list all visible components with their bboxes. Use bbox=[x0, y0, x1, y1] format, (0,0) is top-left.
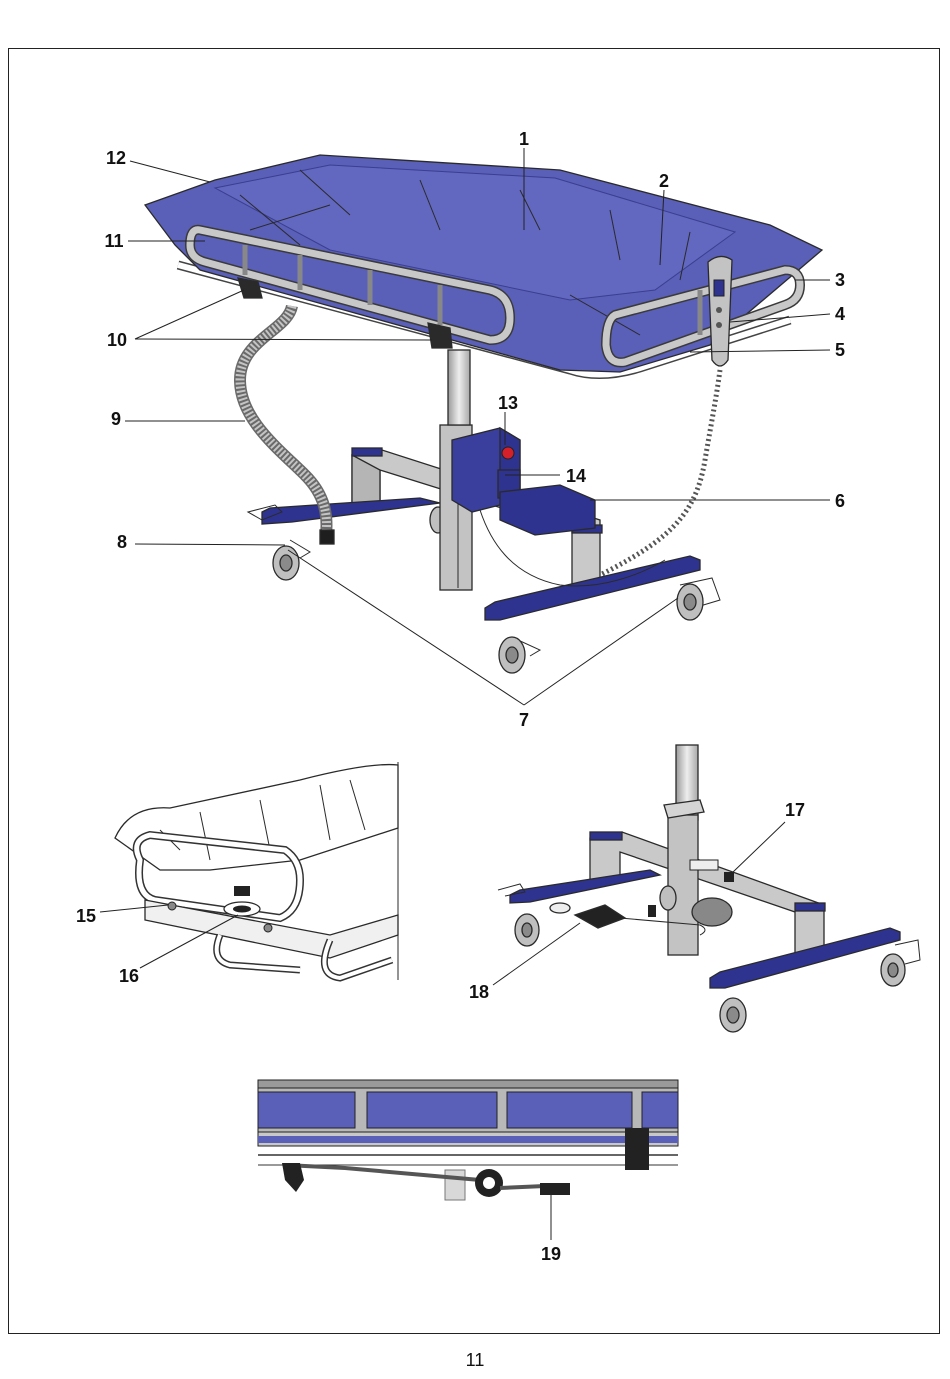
caster-front-left bbox=[499, 637, 540, 673]
callout-15: 15 bbox=[76, 906, 96, 926]
callout-8: 8 bbox=[117, 532, 127, 552]
callout-17: 17 bbox=[785, 800, 805, 820]
callout-18: 18 bbox=[469, 982, 489, 1002]
callout-11: 11 bbox=[104, 231, 123, 251]
callout-2: 2 bbox=[659, 171, 669, 191]
control-handset bbox=[708, 256, 732, 366]
detail-base-view bbox=[498, 745, 920, 1032]
detail-rail-view bbox=[258, 1080, 678, 1200]
callout-1: 1 bbox=[519, 129, 529, 149]
callout-12: 12 bbox=[106, 148, 126, 168]
callout-7: 7 bbox=[519, 710, 529, 730]
callout-6: 6 bbox=[835, 491, 845, 511]
callout-5: 5 bbox=[835, 340, 845, 360]
callout-3: 3 bbox=[835, 270, 845, 290]
handset-cable bbox=[600, 370, 720, 575]
callout-14: 14 bbox=[566, 466, 586, 486]
callout-10: 10 bbox=[107, 330, 127, 350]
motor-unit bbox=[452, 428, 665, 586]
callout-13: 13 bbox=[498, 393, 518, 413]
callout-4: 4 bbox=[835, 304, 845, 324]
caster-front-right bbox=[677, 578, 720, 620]
main-view bbox=[145, 155, 822, 673]
callout-19: 19 bbox=[541, 1244, 561, 1264]
detail-drain-view bbox=[115, 762, 398, 980]
callout-16: 16 bbox=[119, 966, 139, 986]
callout-9: 9 bbox=[111, 409, 121, 429]
page-number: 11 bbox=[0, 1350, 950, 1371]
